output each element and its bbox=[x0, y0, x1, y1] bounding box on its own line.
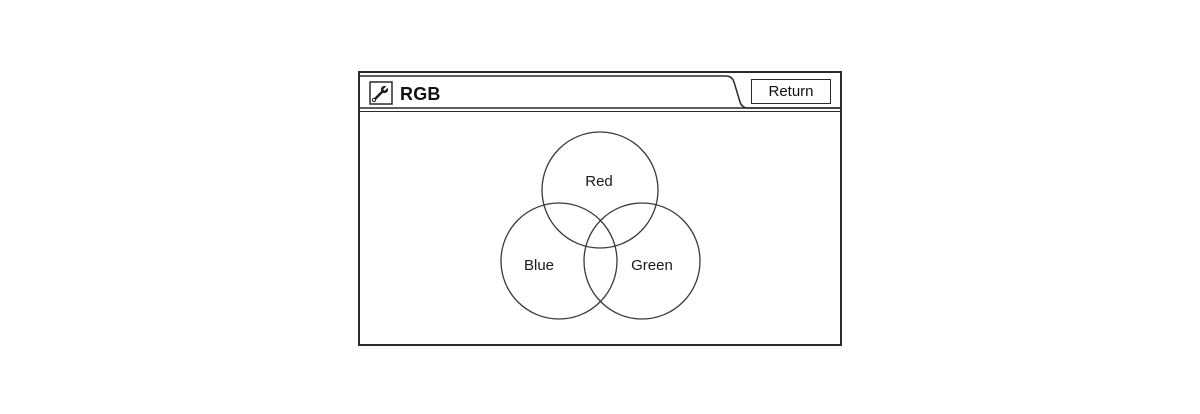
rgb-window: RGB Return Red Blue Green bbox=[358, 71, 842, 346]
page-title: RGB bbox=[400, 84, 441, 104]
wrench-icon bbox=[369, 81, 393, 105]
red-circle[interactable] bbox=[541, 131, 659, 249]
blue-label: Blue bbox=[524, 257, 554, 274]
green-circle[interactable] bbox=[583, 202, 701, 320]
return-button[interactable]: Return bbox=[751, 79, 831, 104]
blue-circle[interactable] bbox=[500, 202, 618, 320]
green-label: Green bbox=[631, 257, 673, 274]
rgb-venn-diagram: Red Blue Green bbox=[500, 131, 701, 320]
red-label: Red bbox=[585, 173, 613, 190]
title-bar bbox=[360, 75, 840, 112]
